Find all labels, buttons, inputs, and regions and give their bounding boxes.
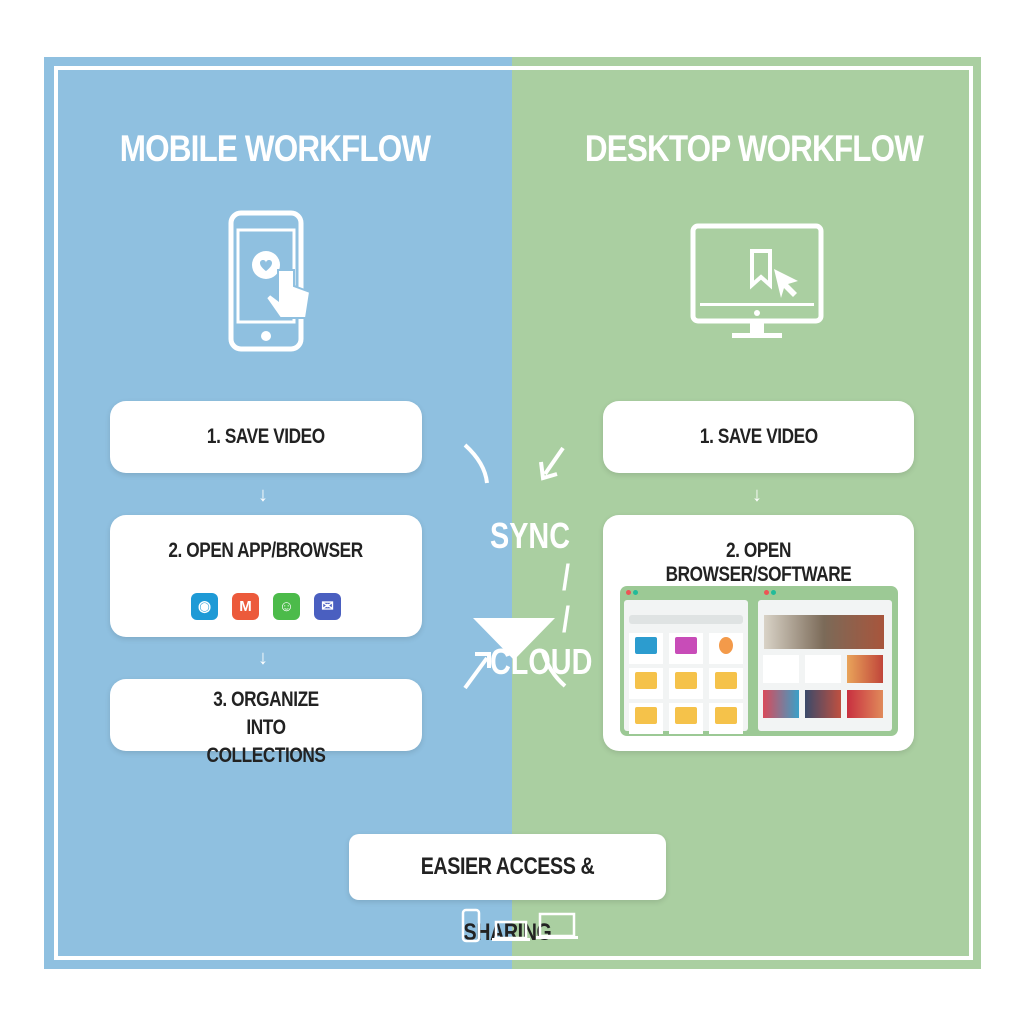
desktop-monitor-icon — [690, 223, 824, 338]
curved-arrow-icon — [541, 651, 567, 688]
folder-icon — [629, 668, 663, 699]
curved-arrow-icon — [463, 443, 489, 484]
desktop-title: DESKTOP WORKFLOW — [584, 128, 924, 169]
desktop-panel — [512, 57, 981, 969]
mobile-step-3-card: 3. ORGANIZE INTO COLLECTIONS — [110, 679, 422, 767]
browser-app-icon[interactable]: ◉ — [191, 593, 218, 620]
media-thumbnail — [847, 655, 883, 683]
folder-pane — [624, 600, 748, 734]
window-close-dot — [626, 590, 631, 595]
phone-icon — [461, 908, 481, 943]
media-thumbnail — [763, 690, 799, 718]
curved-arrow-icon — [539, 446, 565, 481]
step-label: 1. SAVE VIDEO — [207, 425, 325, 448]
down-arrow-icon: ↓ — [258, 484, 268, 506]
footer-label: EASIER ACCESS & SHARING — [420, 853, 595, 946]
gmail-icon[interactable]: M — [232, 593, 259, 620]
folder-icon — [629, 703, 663, 734]
folder-icon — [669, 703, 703, 734]
step-label: 2. OPEN BROWSER/SOFTWARE — [665, 539, 852, 586]
device-icons — [461, 908, 578, 943]
media-thumbnail — [847, 690, 883, 718]
mail-icon[interactable]: ✉ — [314, 593, 341, 620]
media-thumbnail — [763, 655, 799, 683]
laptop-icon — [494, 920, 528, 940]
mobile-step-2-card: 2. OPEN APP/BROWSER ◉ M ☺ ✉ — [110, 515, 422, 637]
folder-icon — [709, 703, 743, 734]
media-thumbnail — [805, 690, 841, 718]
folder-icon — [709, 668, 743, 699]
curved-arrow-icon — [463, 652, 491, 690]
mobile-panel — [44, 57, 512, 969]
down-arrow-icon: ↓ — [752, 484, 762, 506]
easier-access-card: EASIER ACCESS & SHARING — [349, 834, 666, 946]
laptop-icon — [538, 912, 576, 938]
step-label: 3. ORGANIZE INTO COLLECTIONS — [206, 688, 326, 767]
sync-line-1: SYNC / — [490, 515, 571, 598]
sync-arrows — [463, 443, 567, 690]
heart-folder-icon — [709, 633, 743, 664]
media-pane — [758, 600, 892, 731]
mobile-step-1-card: 1. SAVE VIDEO — [110, 401, 422, 473]
window-close-dot — [764, 590, 769, 595]
video-folder-icon — [629, 633, 663, 664]
step-label: 2. OPEN APP/BROWSER — [168, 539, 364, 562]
folder-icon — [669, 633, 703, 664]
diagram-frame — [44, 57, 981, 969]
window-min-dot — [633, 590, 638, 595]
phone-touch-icon — [228, 210, 312, 352]
folder-icon — [669, 668, 703, 699]
media-thumbnail — [805, 655, 841, 683]
window-min-dot — [771, 590, 776, 595]
video-preview — [764, 615, 884, 649]
mobile-title: MOBILE WORKFLOW — [119, 128, 431, 169]
android-app-icon[interactable]: ☺ — [273, 593, 300, 620]
file-manager-screenshot — [620, 586, 898, 736]
desktop-step-1-card: 1. SAVE VIDEO — [603, 401, 914, 473]
down-arrow-icon: ↓ — [258, 647, 268, 669]
inner-border — [54, 66, 973, 960]
step-label: 1. SAVE VIDEO — [699, 425, 818, 448]
cloud-funnel-icon — [473, 618, 555, 660]
